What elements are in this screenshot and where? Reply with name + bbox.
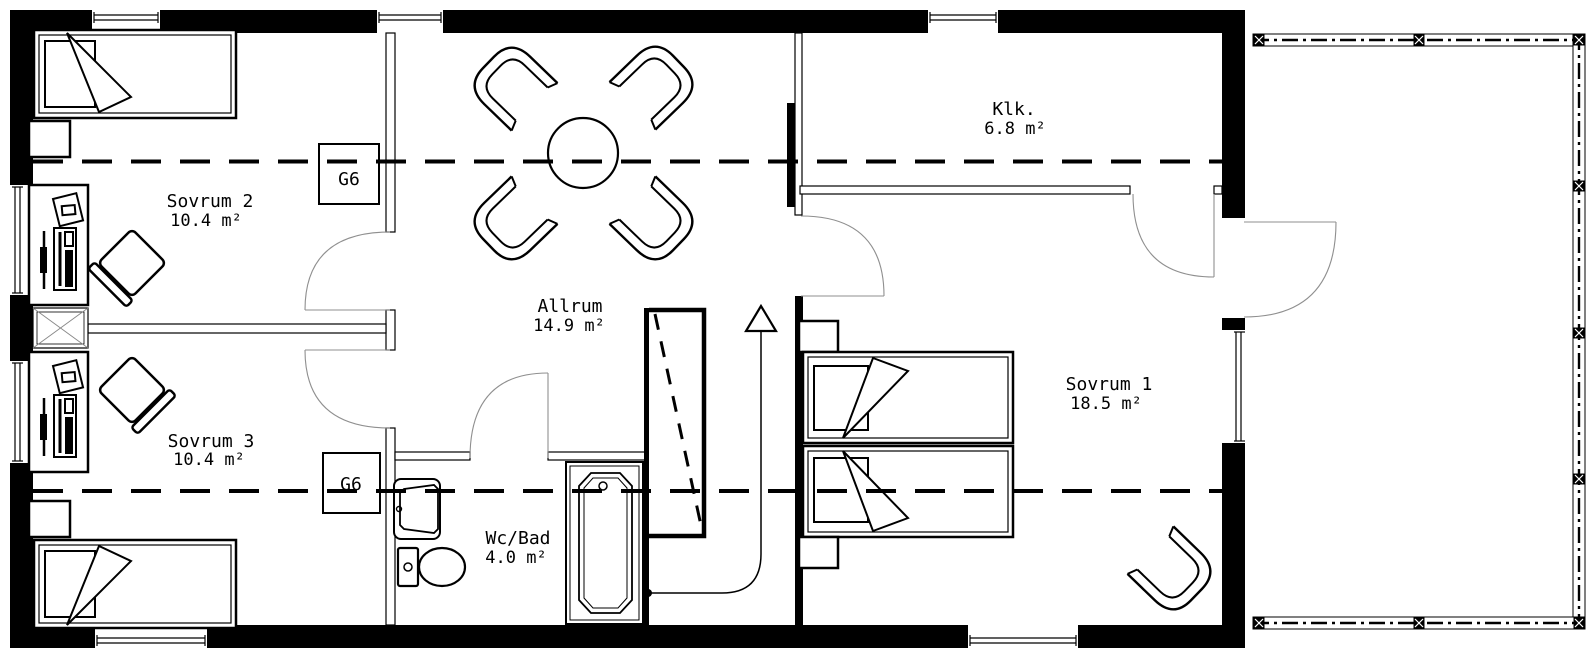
wardrobe-box [318, 143, 380, 205]
railing-posts [1252, 33, 1586, 630]
wardrobe-label: G6 [340, 474, 362, 495]
room-label-klk: Klk. [992, 99, 1035, 120]
shaft [32, 307, 89, 349]
furniture-wc [393, 461, 644, 625]
sliding-door-leaf [787, 103, 795, 207]
window [10, 361, 33, 463]
desk-chair-icon [86, 225, 170, 309]
bed-icon [801, 350, 1015, 445]
stair-void-edge [649, 307, 707, 539]
wardrobe-box [322, 452, 381, 514]
furniture-sovrum2 [27, 28, 238, 309]
room-area-sovrum3: 10.4 m² [173, 450, 245, 470]
wall-right [1222, 10, 1245, 648]
wall-stair-east [795, 296, 803, 625]
door-sovrum1 [800, 215, 885, 297]
staircase-icon [644, 303, 778, 597]
windows [10, 10, 1245, 648]
door-wc [469, 372, 549, 459]
labels: Sovrum 2 10.4 m² Sovrum 3 10.4 m² Allrum… [167, 99, 1153, 568]
window [92, 10, 160, 33]
armchair-icon [464, 37, 559, 132]
table-icon [546, 116, 620, 190]
room-label-sovrum3: Sovrum 3 [168, 431, 255, 452]
wall-stair-west [644, 308, 649, 625]
door-sovrum3 [304, 349, 391, 429]
wall-s2-s3-divider [87, 323, 387, 334]
desk-icon [27, 183, 90, 307]
room-label-allrum: Allrum [537, 296, 602, 317]
wall-bedrooms [385, 32, 396, 233]
armchair-icon [1126, 525, 1221, 620]
nightstand-icon [27, 119, 72, 159]
wall-wc-top [394, 451, 471, 461]
window [928, 10, 998, 33]
armchair-icon [608, 36, 703, 131]
door-sovrum2 [304, 231, 391, 311]
stair-walk-line [648, 330, 762, 594]
room-area-allrum: 14.9 m² [533, 316, 605, 336]
wall-klk-bottom [799, 185, 1131, 195]
reference-lines [33, 159, 1222, 493]
desk-icon [27, 350, 90, 474]
window [95, 625, 207, 648]
room-area-klk: 6.8 m² [984, 119, 1045, 139]
nightstand-icon [797, 535, 840, 570]
nightstand-icon [797, 319, 840, 354]
stair-walk-start [644, 589, 652, 597]
bathtub-icon [565, 461, 644, 625]
window [377, 10, 443, 33]
room-area-wc: 4.0 m² [485, 548, 546, 568]
stair-up-arrow [744, 303, 778, 333]
furniture-sovrum3 [27, 350, 238, 630]
wall-bedrooms [385, 309, 396, 351]
window [10, 185, 33, 295]
room-area-sovrum2: 10.4 m² [170, 211, 242, 231]
furniture-allrum [464, 36, 703, 270]
nightstand-icon [27, 499, 72, 539]
interior-walls [32, 32, 1223, 626]
wall-left [10, 10, 33, 648]
room-area-sovrum1: 18.5 m² [1070, 394, 1142, 414]
wardrobe-label: G6 [338, 169, 360, 190]
room-label-wc: Wc/Bad [485, 528, 550, 549]
balcony [1252, 33, 1586, 630]
bed-icon [32, 28, 238, 120]
wall-klk-bottom [1213, 185, 1223, 195]
furniture-sovrum1 [797, 319, 1221, 620]
wall-bottom [10, 625, 1245, 648]
bed-icon [32, 538, 238, 630]
interior-walls-bearing [644, 103, 803, 625]
doors [304, 193, 1337, 459]
room-label-sovrum2: Sovrum 2 [167, 191, 254, 212]
door-klk [1132, 193, 1215, 278]
armchair-icon [464, 175, 559, 270]
wardrobes [318, 143, 381, 514]
room-label-sovrum1: Sovrum 1 [1066, 374, 1153, 395]
window [1222, 330, 1245, 443]
balcony-door-opening [1222, 218, 1245, 318]
stair-break-line [653, 313, 704, 531]
window [968, 625, 1078, 648]
door-balcony [1243, 221, 1337, 318]
armchair-icon [608, 175, 703, 270]
desk-chair-icon [94, 352, 178, 436]
toilet-icon [396, 546, 467, 588]
washbasin-icon [393, 478, 441, 540]
wall-wc-top [547, 451, 649, 461]
